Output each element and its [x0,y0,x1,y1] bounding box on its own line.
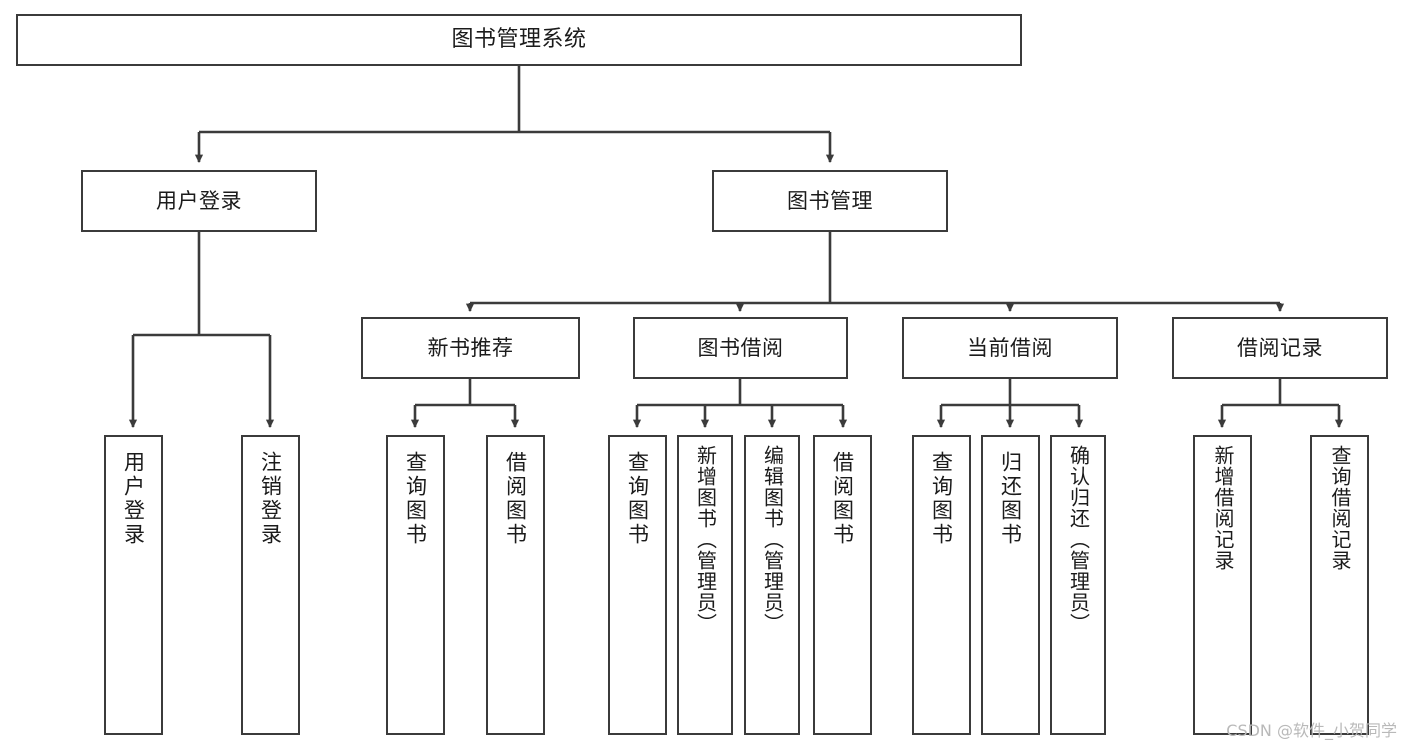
node-label: 查询图书 [625,451,650,547]
leaf-logout-login[interactable]: 注销登录 [241,435,300,735]
node-label: 图书管理系统 [451,27,587,53]
leaf-borrow-book-borrow[interactable]: 借阅图书 [813,435,872,735]
leaf-add-borrow-record[interactable]: 新增借阅记录 [1193,435,1252,735]
node-label: 用户登录 [121,451,146,547]
node-label: 新书推荐 [427,335,514,360]
node-label: 借阅图书 [503,451,528,547]
leaf-query-book-current[interactable]: 查询图书 [912,435,971,735]
node-label: 注销登录 [258,451,283,547]
leaf-query-book-borrow[interactable]: 查询图书 [608,435,667,735]
leaf-user-login[interactable]: 用户登录 [104,435,163,735]
node-label: 查询图书 [403,451,428,547]
node-label: 借阅图书 [830,451,855,547]
node-root-book-management-system[interactable]: 图书管理系统 [16,14,1022,66]
node-label: 图书借阅 [697,335,784,360]
node-label: 图书管理 [787,188,873,213]
node-label: 借阅记录 [1237,335,1323,360]
node-label: 当前借阅 [967,335,1053,360]
node-label: 编辑图书（管理员） [760,445,785,634]
leaf-confirm-return-admin[interactable]: 确认归还（管理员） [1050,435,1106,735]
node-book-borrow[interactable]: 图书借阅 [633,317,848,379]
node-label: 用户登录 [156,188,242,213]
leaf-add-book-admin[interactable]: 新增图书（管理员） [677,435,733,735]
node-current-borrow[interactable]: 当前借阅 [902,317,1118,379]
node-label: 确认归还（管理员） [1066,445,1091,634]
node-book-manage[interactable]: 图书管理 [712,170,948,232]
leaf-return-book[interactable]: 归还图书 [981,435,1040,735]
node-label: 新增借阅记录 [1211,445,1235,571]
node-borrow-record[interactable]: 借阅记录 [1172,317,1388,379]
leaf-borrow-book-recommend[interactable]: 借阅图书 [486,435,545,735]
leaf-query-borrow-record[interactable]: 查询借阅记录 [1310,435,1369,735]
watermark-text: CSDN @软件_小贺同学 [1226,721,1397,740]
leaf-edit-book-admin[interactable]: 编辑图书（管理员） [744,435,800,735]
node-new-book-recommend[interactable]: 新书推荐 [361,317,580,379]
node-label: 归还图书 [998,451,1023,547]
node-user-login[interactable]: 用户登录 [81,170,317,232]
leaf-query-book-recommend[interactable]: 查询图书 [386,435,445,735]
node-label: 查询借阅记录 [1328,445,1352,571]
node-label: 查询图书 [929,451,954,547]
node-label: 新增图书（管理员） [693,445,718,634]
